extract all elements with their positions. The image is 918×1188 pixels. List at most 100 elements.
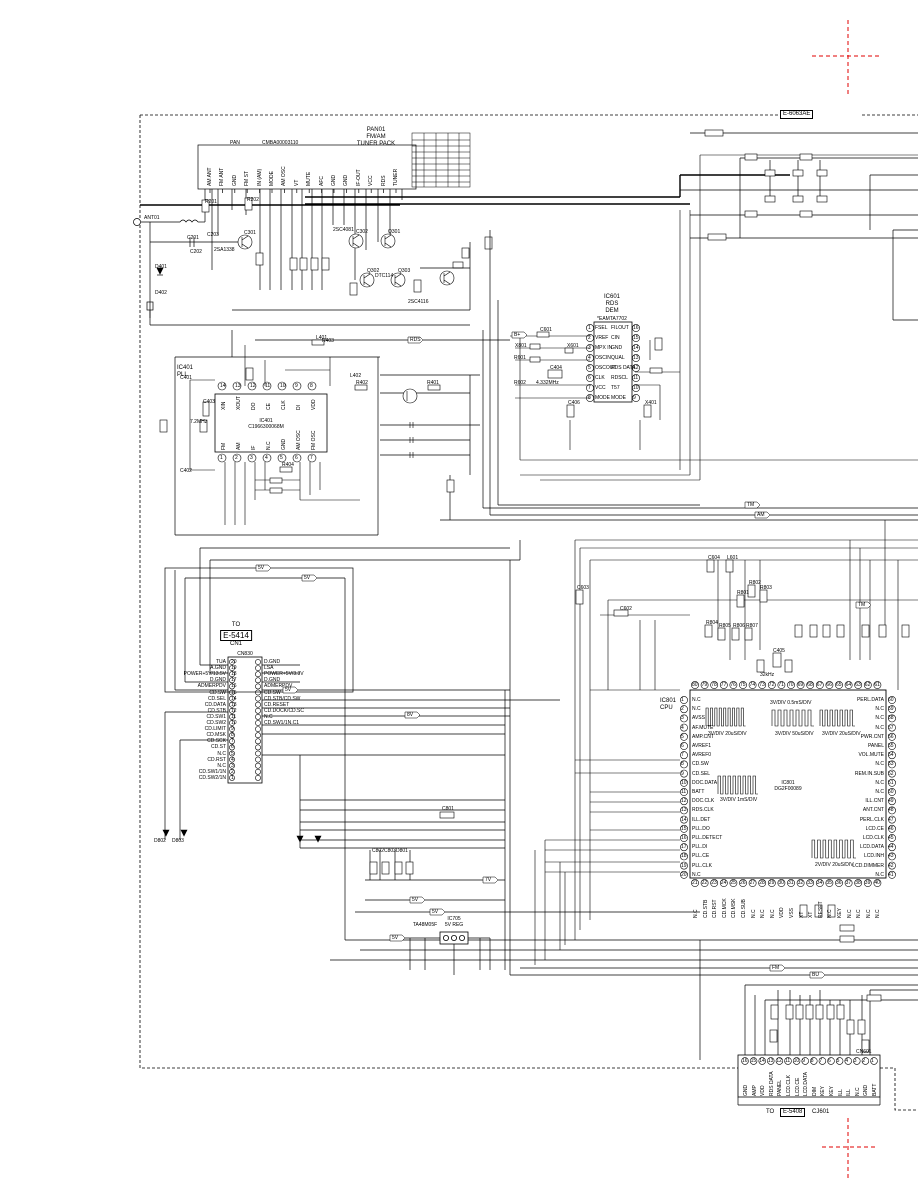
ic801-pin (815, 681, 824, 689)
ic601-pin (586, 324, 594, 332)
transistor-q302 (348, 233, 364, 249)
ic601-pin (632, 334, 640, 342)
ic401-box (214, 393, 328, 453)
ic801-pin (680, 778, 688, 787)
connector-left-pin (255, 756, 261, 763)
ic801-pin-name: N.C (846, 909, 853, 918)
ic801-pin-number: 1 (681, 697, 684, 703)
connector-left-pin-number: 20 (231, 659, 237, 665)
ic401-pin (232, 381, 242, 391)
ic801-pin (700, 879, 709, 887)
connector-left-pin-name: CD.STB (207, 707, 226, 714)
connector-left-pin (255, 768, 261, 775)
ic601-pin-number: 14 (633, 345, 639, 351)
net-flag-label: 5V (304, 575, 311, 581)
ic702-wires (400, 937, 491, 975)
ic601-pin-name: MODE (611, 395, 626, 401)
connector-bottom-pin-name: VDD (760, 1085, 767, 1096)
connector-bottom-pin-name: AMP (751, 1085, 758, 1096)
ic801-pin (888, 870, 896, 879)
connector-left-pin (255, 671, 261, 678)
ic801-pin-number: 76 (730, 682, 736, 688)
ic801-pin-number: 8 (681, 761, 684, 768)
ic401-pin-number: 12 (250, 383, 256, 389)
ic801-pin (777, 879, 786, 887)
connector-left-pin (255, 707, 261, 714)
ic801-pin-number: 49 (888, 798, 894, 805)
ic801-pin-number: 62 (864, 682, 871, 688)
ic401-pin (292, 381, 302, 391)
ic401-pin-number: 8 (310, 383, 313, 389)
connector-bottom-pin-number: 3 (853, 1058, 857, 1064)
ic801-pin-number: 54 (888, 752, 894, 759)
net-flag-label: BU (812, 972, 819, 978)
net-flag (409, 896, 426, 904)
component-ref: C401 (180, 375, 192, 381)
ic801-pin-name: LCD.DATA (860, 844, 884, 851)
ic801-pin-number: 12 (681, 798, 687, 805)
connector-bottom-pin-number: 12 (776, 1058, 782, 1064)
ic801-pin-name: LCD.DIMMER (852, 862, 884, 869)
connector-bottom-pin-number: 7 (819, 1058, 823, 1064)
ic601-pin-name: VREF (595, 335, 609, 341)
ic801-pin-name: LCD.CLK (862, 835, 884, 841)
ic801-pin-name: RESET (817, 901, 824, 918)
ic801-pin (680, 797, 688, 806)
connector-left-pin-name: CD.DATA (204, 701, 226, 708)
ic801-pin-name: CD.SUB (741, 899, 747, 918)
tuner-pin-label: MUTE (306, 171, 313, 186)
connector-left-pin (229, 738, 235, 745)
ic801-pin-number: 38 (855, 880, 861, 886)
ic801-pin-number: 32 (797, 880, 804, 886)
ic401-pin-number: 2 (235, 455, 238, 461)
ic801-pin-name: XT (808, 911, 815, 918)
ic401-pin (277, 381, 287, 391)
net-flag (389, 934, 406, 942)
ic801-pin (680, 870, 688, 879)
connector-left-pin-name: CD.RST (207, 756, 226, 763)
connector-left-pin-name: CD.SW (209, 689, 226, 696)
ic801-pin-name: N.C (769, 909, 776, 918)
connector-left-pin-number: 2 (231, 768, 234, 775)
connector-left-pin (255, 689, 261, 696)
waveform-caption: 3V/DIV 50uS/DIV (775, 731, 814, 737)
connector-left-pin (229, 683, 235, 690)
ic801-pin (710, 681, 719, 689)
ic801-pin-name: PWR.CNT (860, 733, 884, 740)
connector-left-signal: CD.RESET (264, 701, 290, 708)
ic601-part: *EAMTA7702 (597, 316, 627, 322)
connector-left-signal: D.GND (264, 659, 281, 665)
connector-left-pin-name: CD.SCK (207, 738, 226, 745)
ic801-pin (680, 714, 688, 723)
crystal-x601 (547, 369, 563, 379)
ic801-pin (888, 778, 896, 787)
connector-left-pin (255, 726, 261, 732)
ic401-pin-number: 4 (265, 455, 268, 461)
ic801-pin (888, 852, 896, 861)
connector-left-pin (255, 775, 261, 781)
connector-left-signal: D.GND (264, 677, 281, 684)
component-ref: R807 (746, 623, 758, 629)
ic601-pin-name: MODE (595, 395, 610, 401)
tuner-pin-label: VCC (368, 175, 375, 186)
registration-mark-bottom (822, 1118, 878, 1180)
ic801-pin-name: PANEL (867, 743, 884, 749)
ic801-pin (777, 681, 786, 689)
ic401-pin-name: XOUT (236, 396, 242, 410)
ic801-pin-name: PERL.CLK (859, 816, 884, 823)
connector-bottom-pin (767, 1057, 775, 1065)
connector-bottom-pin (792, 1057, 801, 1065)
ic801-pin-number: 7 (681, 752, 684, 759)
ic801-pin (825, 681, 834, 689)
connector-bottom-components (769, 994, 882, 1053)
connector-bottom-pin (775, 1057, 784, 1065)
ic401-pin-number: 5 (280, 455, 283, 461)
tuner-pin-label: IN (AM) (256, 168, 263, 186)
connector-bottom-pin (844, 1057, 852, 1065)
ic801-pin-number: 71 (778, 682, 784, 688)
ic601-ref: IC601 (603, 294, 621, 300)
ic801-pin-name: CD.MCK (721, 898, 728, 918)
component-ref: R803 (760, 585, 772, 591)
ic801-pin-name: ILL.CNT (865, 798, 884, 805)
ic601-pin (632, 384, 640, 392)
